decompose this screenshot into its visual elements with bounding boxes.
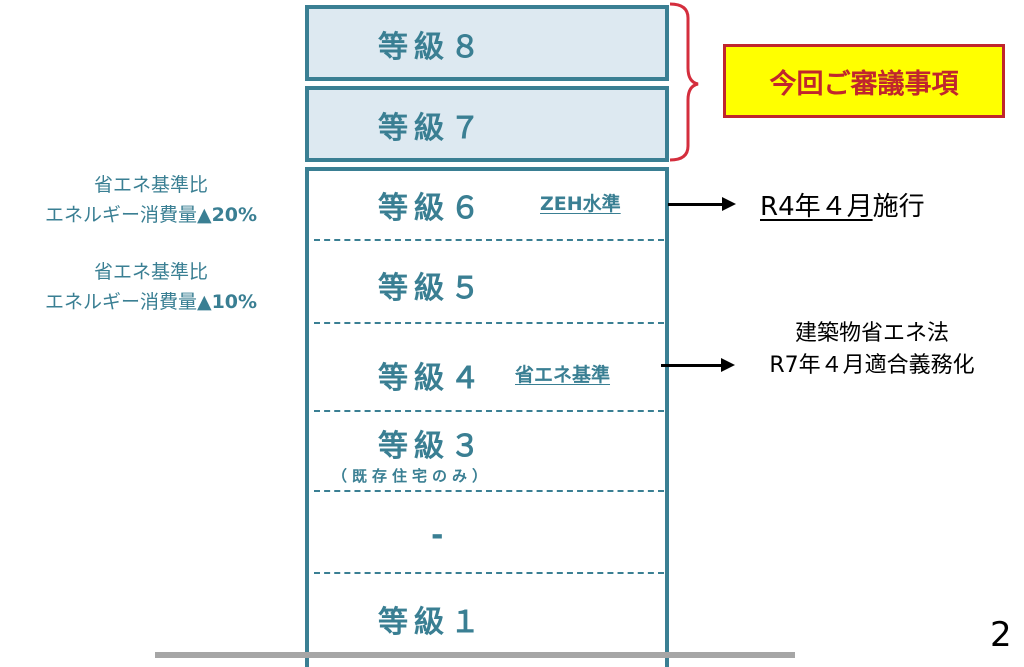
grade-5-label: 等級５ [378,271,486,306]
grade-1-label: 等級１ [378,605,486,640]
ground-line [155,652,795,658]
deliberation-callout-text: 今回ご審議事項 [769,68,959,100]
divider-3-blank [314,490,664,492]
zeh-standard-tag: ZEH水準 [540,193,621,215]
blank-grade-dash: - [431,518,450,553]
grade-6-side-line1: 省エネ基準比 [93,174,208,196]
grade-3-label: 等級３ [378,429,486,464]
divider-4-3 [314,410,664,412]
grade-4-note-line2: R7年４月適合義務化 [769,353,975,378]
grade-3-note: （既存住宅のみ） [332,467,493,485]
grade-6-arrow-head [722,197,736,211]
grade-6-side-label: 省エネ基準比 エネルギー消費量▲20% [0,170,302,230]
grade-6-side-line2: エネルギー消費量▲20% [44,204,258,226]
divider-blank-1 [314,572,664,574]
deliberation-callout: 今回ご審議事項 [723,44,1005,118]
grade-4-note: 建築物省エネ法 R7年４月適合義務化 [742,318,1002,382]
grade-7-box [305,86,669,162]
grade-6-label: 等級６ [378,191,486,226]
grade-4-note-line1: 建築物省エネ法 [794,321,949,346]
grade-8-box [305,5,669,81]
grade-5-side-line2: エネルギー消費量▲10% [44,291,258,313]
energy-standard-tag: 省エネ基準 [515,364,611,386]
grade-main-box [305,167,669,667]
divider-5-4 [314,322,664,324]
grade-5-side-label: 省エネ基準比 エネルギー消費量▲10% [0,257,302,317]
grade-6-note: R4年４月施行 [760,192,925,222]
grade-4-label: 等級４ [378,361,486,396]
page-number: 2 [990,615,1012,655]
grade-8-label: 等級８ [378,30,486,65]
divider-6-5 [314,239,664,241]
grade-4-arrow-head [721,358,735,372]
brace-bracket [669,2,699,162]
grade-5-side-line1: 省エネ基準比 [93,261,208,283]
grade-7-label: 等級７ [378,111,486,146]
grade-4-arrow-line [661,364,723,367]
grade-6-arrow-line [668,203,724,206]
